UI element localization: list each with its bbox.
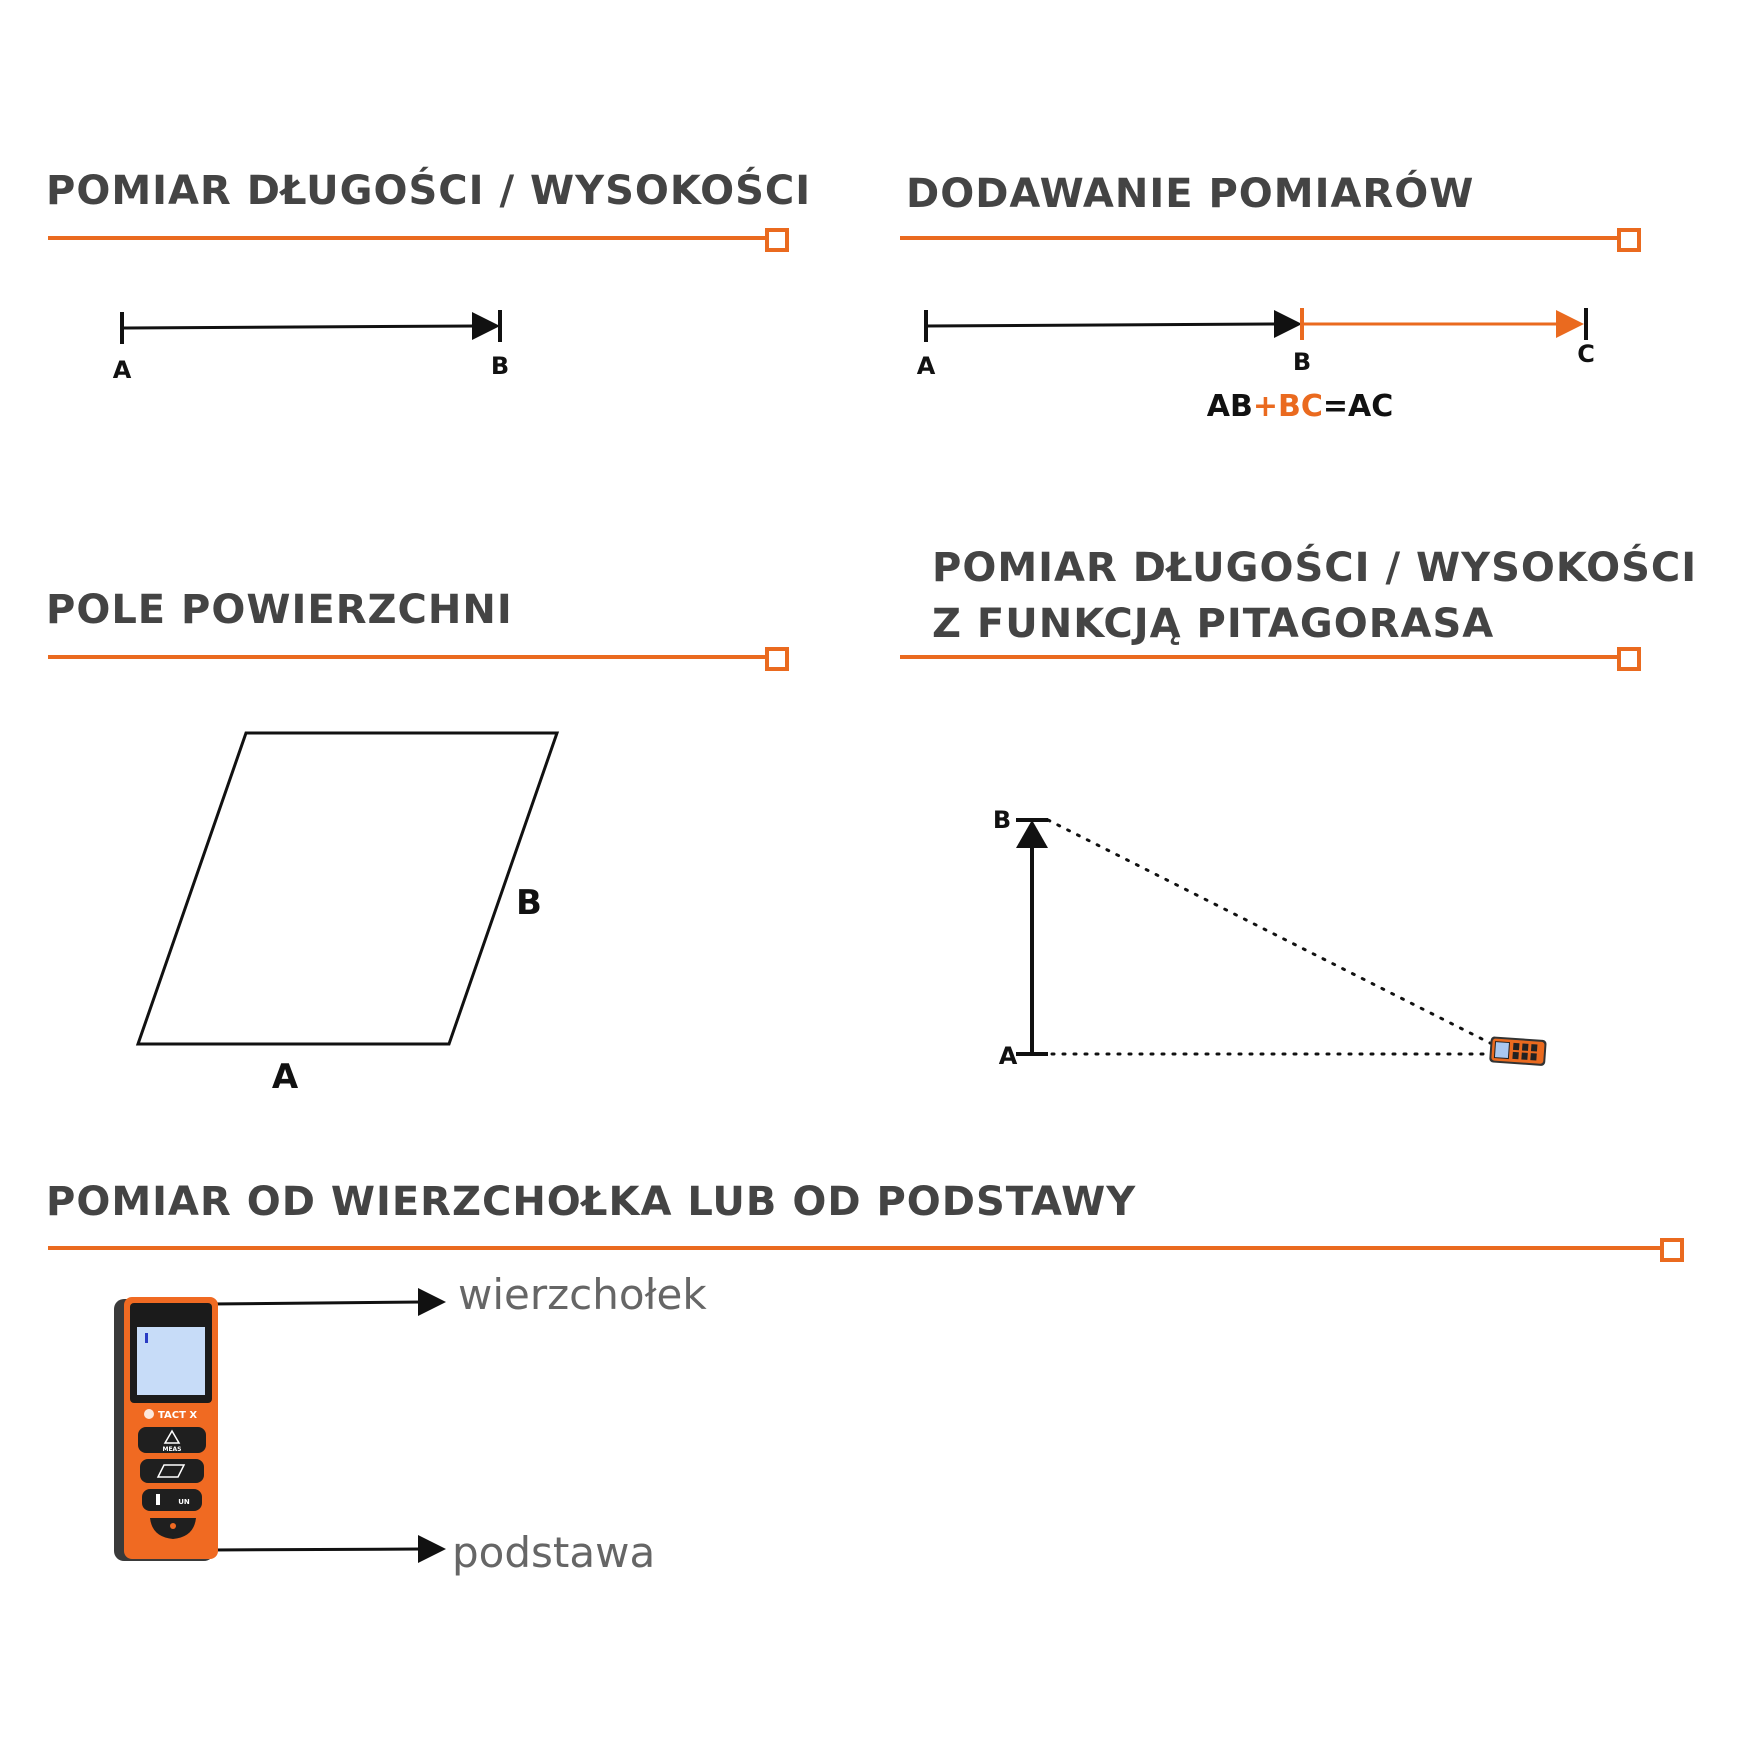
length-line bbox=[121, 324, 477, 330]
device-brand: TACT X bbox=[158, 1410, 197, 1421]
formula-part-ac: =AC bbox=[1323, 389, 1393, 424]
formula-part-ab: AB bbox=[1207, 389, 1253, 424]
device-screen-indicator bbox=[145, 1333, 148, 1343]
area-rule-end-marker bbox=[765, 647, 789, 671]
arrow-to-top-head bbox=[418, 1288, 446, 1316]
addition-title-rule bbox=[900, 236, 1628, 240]
device-meas-label: MEAS bbox=[162, 1446, 181, 1453]
reference-title-rule bbox=[48, 1246, 1670, 1250]
length-diagram: A B bbox=[113, 310, 509, 384]
area-label-b: B bbox=[516, 883, 542, 923]
pythagoras-label-b: B bbox=[993, 806, 1011, 834]
addition-label-b: B bbox=[1293, 348, 1311, 376]
arrow-to-bottom-head bbox=[418, 1535, 446, 1563]
device-un-label: UN bbox=[178, 1498, 190, 1506]
area-parallelogram-icon bbox=[156, 1464, 186, 1478]
addition-arrowhead-b bbox=[1274, 310, 1302, 338]
length-title: POMIAR DŁUGOŚCI / WYSOKOŚCI bbox=[46, 168, 812, 214]
arrow-to-bottom-line bbox=[209, 1547, 423, 1552]
device-screen bbox=[137, 1327, 205, 1395]
formula-part-bc: +BC bbox=[1253, 389, 1323, 424]
addition-formula: AB+BC=AC bbox=[1207, 389, 1394, 424]
pythagoras-title-rule bbox=[900, 655, 1628, 659]
addition-label-c: C bbox=[1577, 340, 1595, 368]
length-title-rule bbox=[48, 236, 776, 240]
addition-diagram: A B C AB+BC=AC bbox=[917, 308, 1595, 424]
area-parallelogram bbox=[135, 731, 560, 1046]
addition-segment-ab bbox=[925, 322, 1279, 328]
pythagoras-arrowhead-b bbox=[1016, 820, 1048, 848]
pythagoras-hypotenuse-dotted bbox=[1046, 818, 1492, 1045]
pythagoras-title-line2: Z FUNKCJĄ PITAGORASA bbox=[932, 601, 1495, 647]
unit-bar-icon bbox=[156, 1494, 160, 1505]
addition-arrowhead-c bbox=[1556, 310, 1584, 338]
device-brand-logo-icon bbox=[144, 1409, 154, 1419]
area-label-a: A bbox=[272, 1057, 299, 1097]
power-dot-icon bbox=[170, 1523, 176, 1529]
pythagoras-label-a: A bbox=[999, 1042, 1018, 1070]
length-label-a: A bbox=[113, 356, 132, 384]
length-label-b: B bbox=[491, 352, 509, 380]
reference-title: POMIAR OD WIERZCHOŁKA LUB OD PODSTAWY bbox=[46, 1179, 1137, 1225]
laser-device: TACT X MEAS UN bbox=[114, 1297, 218, 1561]
area-title: POLE POWIERZCHNI bbox=[46, 587, 513, 633]
reference-rule-end-marker bbox=[1660, 1238, 1684, 1262]
length-arrowhead bbox=[472, 312, 500, 340]
addition-title: DODAWANIE POMIARÓW bbox=[906, 171, 1475, 217]
length-rule-end-marker bbox=[765, 228, 789, 252]
pythagoras-diagram: B A bbox=[993, 806, 1547, 1070]
addition-rule-end-marker bbox=[1617, 228, 1641, 252]
pythagoras-rule-end-marker bbox=[1617, 647, 1641, 671]
top-reference-label: wierzchołek bbox=[458, 1270, 707, 1319]
bottom-reference-label: podstawa bbox=[452, 1528, 656, 1577]
reference-arrows bbox=[209, 1288, 446, 1563]
addition-label-a: A bbox=[917, 352, 936, 380]
meas-triangle-icon bbox=[163, 1429, 181, 1444]
arrow-to-top-line bbox=[209, 1300, 423, 1306]
device-meas-button bbox=[138, 1427, 206, 1453]
device-area-button bbox=[140, 1459, 204, 1483]
area-title-rule bbox=[48, 655, 776, 659]
device-unit-button bbox=[142, 1489, 202, 1511]
area-diagram: B A bbox=[135, 731, 560, 1097]
pythagoras-title-line1: POMIAR DŁUGOŚCI / WYSOKOŚCI bbox=[932, 545, 1698, 591]
laser-device-small-icon bbox=[1489, 1036, 1547, 1066]
